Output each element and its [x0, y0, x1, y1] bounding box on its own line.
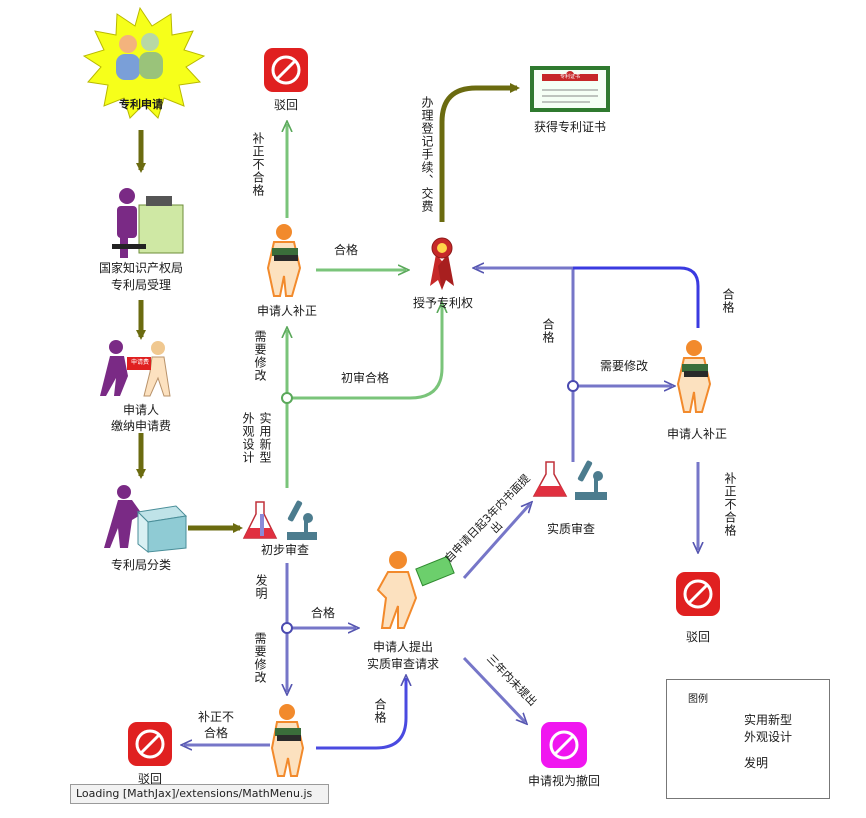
edge-need-modify-bottom: 需要修改	[253, 632, 267, 684]
node-fee-line1: 申请人	[122, 403, 159, 417]
applicant-correction-left-icon	[266, 224, 302, 297]
edge-correction-fail-bottom-line: 补正不合格	[197, 710, 234, 740]
lab-flask-microscope-substantive-icon	[532, 460, 607, 500]
edge-need-modify-right: 需要修改	[599, 359, 648, 373]
fee-payment-icon	[100, 340, 171, 397]
fee-slip-label: 申请费	[130, 359, 149, 366]
edge-correction-fail-right: 补正不合格	[723, 472, 737, 537]
applicant-request-icon	[376, 551, 455, 629]
node-prelim-exam: 初步审查	[260, 543, 309, 557]
applicants-starburst-icon	[82, 6, 206, 119]
reject-bottom-icon	[128, 722, 172, 766]
node-reject-bottom: 驳回	[137, 772, 162, 786]
main-flow-arrows	[136, 83, 520, 533]
edge-register-fee: 办理登记手续、交费	[420, 96, 434, 213]
legend-invention: 发明	[744, 756, 769, 770]
node-reject-right: 驳回	[685, 630, 710, 644]
cert-banner-label: 专利证书	[559, 74, 580, 80]
classify-box-icon	[104, 485, 188, 554]
patent-office-clerk-icon	[112, 188, 184, 258]
node-classify: 专利局分类	[110, 558, 171, 572]
node-patent-application: 专利申请	[119, 98, 163, 111]
edge-qualified-bottom: 合格	[373, 698, 387, 724]
edge-prelim-pass: 初审合格	[340, 371, 389, 385]
node-reception-line2: 专利局受理	[110, 278, 171, 292]
reject-top-icon	[264, 48, 308, 92]
node-request-line2: 实质审查请求	[366, 657, 439, 671]
reject-right-icon	[676, 572, 720, 616]
applicant-correction-bottom-icon	[270, 704, 305, 777]
lab-flask-microscope-icon	[242, 500, 317, 540]
node-grant: 授予专利权	[412, 296, 473, 310]
edge-utility-design: 实用新型外观设计	[241, 412, 272, 464]
node-certificate: 获得专利证书	[533, 120, 606, 134]
node-fee-line2: 缴纳申请费	[110, 419, 171, 433]
legend-title: 图例	[688, 694, 708, 705]
certificate-icon	[530, 66, 610, 112]
node-applicant-correct-left: 申请人补正	[256, 304, 317, 318]
edge-invention: 发明	[254, 574, 268, 600]
edge-correction-fail-top: 补正不合格	[251, 132, 265, 197]
edge-qualified-mid: 合格	[541, 318, 555, 344]
status-bar: Loading [MathJax]/extensions/MathMenu.js	[70, 784, 329, 804]
edge-qualified-request: 合格	[310, 606, 335, 620]
legend-utility-line2: 外观设计	[744, 730, 793, 744]
edge-qualified-right-top: 合格	[721, 288, 735, 314]
legend	[666, 679, 830, 799]
node-reject-top: 驳回	[273, 98, 298, 112]
award-ribbon-icon	[430, 237, 454, 290]
withdraw-icon	[541, 722, 587, 768]
node-applicant-correct-right: 申请人补正	[666, 427, 727, 441]
node-request-line1: 申请人提出	[372, 640, 433, 654]
applicant-correction-right-icon	[676, 340, 712, 413]
invention-arrows	[184, 268, 698, 748]
legend-utility-line1: 实用新型	[744, 713, 793, 727]
edge-need-modify-left: 需要修改	[253, 330, 267, 382]
node-substantive-exam: 实质审查	[546, 522, 595, 536]
node-reception-line1: 国家知识产权局	[98, 261, 183, 275]
node-withdraw: 申请视为撤回	[527, 774, 600, 788]
utility-design-arrows	[281, 124, 442, 488]
edge-qualified-left: 合格	[333, 243, 358, 257]
